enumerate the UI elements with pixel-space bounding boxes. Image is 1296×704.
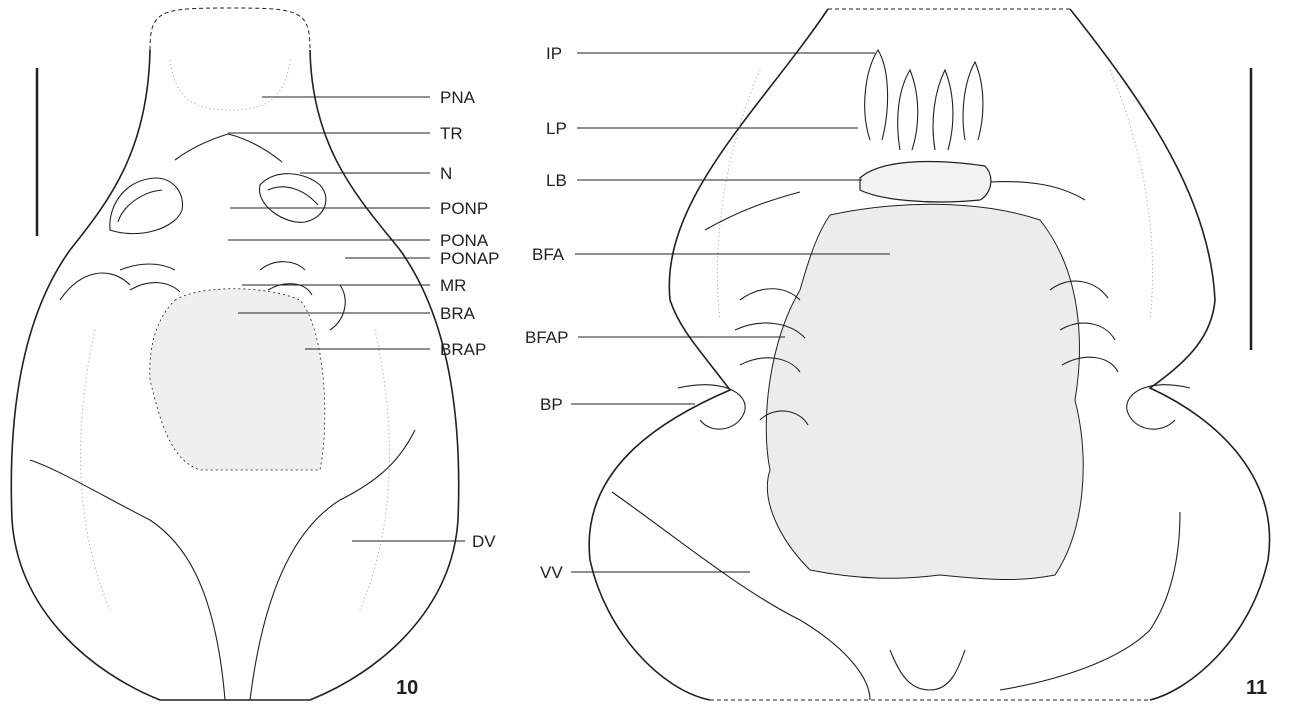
label-pona: PONA xyxy=(440,231,489,250)
fig11-infralabial-papilla-3 xyxy=(933,70,953,150)
figure-number-10: 10 xyxy=(396,677,418,699)
fig10-inner-contour-left xyxy=(81,330,110,610)
fig11-median-notch xyxy=(890,650,965,690)
fig10-nasal-ridge xyxy=(175,134,282,162)
fig10-buccal-roof-field xyxy=(150,289,325,470)
label-ponap: PONAP xyxy=(440,249,500,268)
label-brap: BRAP xyxy=(440,340,486,359)
fig11-buccal-floor-field xyxy=(766,204,1083,579)
fig10-papilla-left-1 xyxy=(120,264,175,270)
fig11-lateral-ridge-left xyxy=(705,192,800,230)
label-mr: MR xyxy=(440,276,466,295)
label-n: N xyxy=(440,164,452,183)
fig11-notch-left xyxy=(678,385,745,429)
fig10-papilla-right-1 xyxy=(260,262,305,270)
label-vv: VV xyxy=(540,563,563,582)
label-ip: IP xyxy=(546,44,562,63)
label-bra: BRA xyxy=(440,304,476,323)
figure-number-11: 11 xyxy=(1246,677,1267,699)
label-bp: BP xyxy=(540,395,563,414)
label-dv: DV xyxy=(472,532,496,551)
label-bfa: BFA xyxy=(532,245,565,264)
fig11-inner-contour-right xyxy=(1110,70,1153,320)
fig10-lateral-ridge-right xyxy=(330,285,345,330)
label-tr: TR xyxy=(440,124,463,143)
fig11-lateral-ridge-right xyxy=(990,182,1085,200)
label-lb: LB xyxy=(546,171,567,190)
fig11-infralabial-papilla-2 xyxy=(898,70,918,150)
fig10-inner-contour-top xyxy=(170,60,290,110)
label-pna: PNA xyxy=(440,88,476,107)
fig10-dorsal-velum xyxy=(30,430,415,700)
fig11-infralabial-papilla-1 xyxy=(865,50,888,140)
fig10-naris-right-outer xyxy=(259,174,325,223)
label-bfap: BFAP xyxy=(525,328,568,347)
fig11-lower-beak xyxy=(860,162,991,202)
figure-10 xyxy=(11,8,458,700)
fig10-top-cut xyxy=(150,8,310,50)
fig10-naris-left-outer xyxy=(110,178,183,234)
label-lp: LP xyxy=(546,119,567,138)
fig10-naris-left-inner xyxy=(118,190,162,222)
figure-11 xyxy=(589,9,1269,700)
fig10-naris-right-inner xyxy=(268,187,318,205)
fig10-lateral-ridge-left xyxy=(60,273,130,300)
fig11-infralabial-papilla-4 xyxy=(963,62,983,140)
fig10-papilla-left-2 xyxy=(130,283,180,292)
label-ponp: PONP xyxy=(440,199,488,218)
